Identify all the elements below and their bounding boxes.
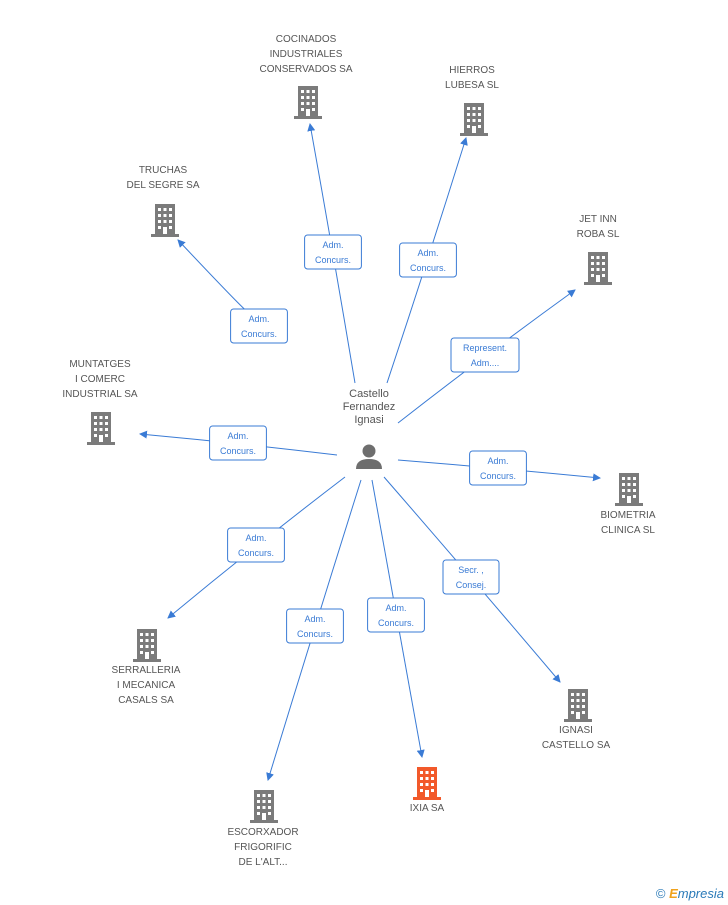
relation-label-box <box>230 308 288 344</box>
company-label-cocinados[interactable]: CONSERVADOS SA <box>260 64 353 75</box>
relation-label-text: Concurs. <box>241 329 277 339</box>
relation-label-box <box>442 559 500 595</box>
company-label-biometria[interactable]: BIOMETRIA <box>600 510 655 521</box>
company-label-truchas[interactable]: DEL SEGRE SA <box>127 180 200 191</box>
person-icon <box>356 444 382 469</box>
brand-name: mpresia <box>677 886 724 901</box>
company-label-biometria[interactable]: CLINICA SL <box>601 525 655 536</box>
relation-label-text: Adm. <box>322 240 343 250</box>
company-label-cocinados[interactable]: COCINADOS <box>276 34 337 45</box>
building-icon <box>250 790 278 823</box>
copyright-icon: © <box>655 886 666 901</box>
relation-label-ixia[interactable]: Adm. Concurs. <box>367 597 425 633</box>
building-icon <box>584 252 612 285</box>
relation-label-text: Adm. <box>385 603 406 613</box>
relation-label-biometria[interactable]: Adm. Concurs. <box>469 450 527 486</box>
company-label-escorxador[interactable]: DE L'ALT... <box>239 857 288 868</box>
company-label-ignasi[interactable]: CASTELLO SA <box>542 740 611 751</box>
relation-label-text: Concurs. <box>480 471 516 481</box>
relation-label-text: Concurs. <box>220 446 256 456</box>
center-person-name[interactable]: Fernandez <box>343 401 396 413</box>
building-icon <box>133 629 161 662</box>
center-person-name[interactable]: Castello <box>349 388 389 400</box>
building-icon <box>615 473 643 506</box>
relation-label-text: Concurs. <box>297 629 333 639</box>
relation-label-box <box>367 597 425 633</box>
relation-edge-truchas <box>177 239 249 313</box>
relation-label-box <box>450 337 520 373</box>
relation-label-text: Adm. <box>304 614 325 624</box>
relation-label-text: Adm. <box>227 431 248 441</box>
company-label-muntatges[interactable]: I COMERC <box>75 374 125 385</box>
relation-label-box <box>469 450 527 486</box>
company-label-jetinn[interactable]: ROBA SL <box>577 229 620 240</box>
relation-label-cocinados[interactable]: Adm. Concurs. <box>304 234 362 270</box>
company-node-serralleria[interactable]: SERRALLERIA I MECANICA CASALS SA <box>112 629 181 706</box>
relation-label-text: Secr. , <box>458 565 484 575</box>
center-person-name[interactable]: Ignasi <box>354 414 383 426</box>
relation-label-serralleria[interactable]: Adm. Concurs. <box>227 527 285 563</box>
brand-footer[interactable]: © Empresia <box>656 886 724 901</box>
building-icon <box>294 86 322 119</box>
company-node-ignasi[interactable]: IGNASI CASTELLO SA <box>542 689 611 751</box>
company-label-muntatges[interactable]: INDUSTRIAL SA <box>62 389 138 400</box>
relation-label-text: Concurs. <box>410 263 446 273</box>
building-icon <box>413 767 441 800</box>
building-icon <box>87 412 115 445</box>
relation-label-truchas[interactable]: Adm. Concurs. <box>230 308 288 344</box>
relation-label-jetinn[interactable]: Represent. Adm.... <box>450 337 520 373</box>
company-node-biometria[interactable]: BIOMETRIA CLINICA SL <box>600 473 656 536</box>
company-label-muntatges[interactable]: MUNTATGES <box>69 359 131 370</box>
company-node-truchas[interactable]: TRUCHAS DEL SEGRE SA <box>127 165 200 237</box>
relation-label-text: Adm. <box>245 533 266 543</box>
relation-label-text: Concurs. <box>315 255 351 265</box>
company-label-ixia[interactable]: IXIA SA <box>410 803 445 814</box>
relation-label-muntatges[interactable]: Adm. Concurs. <box>209 425 267 461</box>
relation-label-box <box>304 234 362 270</box>
company-label-escorxador[interactable]: ESCORXADOR <box>227 827 298 838</box>
company-node-ixia[interactable]: IXIA SA <box>410 767 445 814</box>
relation-label-box <box>209 425 267 461</box>
relation-label-text: Concurs. <box>238 548 274 558</box>
relation-label-ignasi[interactable]: Secr. , Consej. <box>442 559 500 595</box>
company-label-hierros[interactable]: LUBESA SL <box>445 80 499 91</box>
company-label-hierros[interactable]: HIERROS <box>449 65 495 76</box>
relation-label-box <box>227 527 285 563</box>
relation-label-box <box>399 242 457 278</box>
company-label-cocinados[interactable]: INDUSTRIALES <box>270 49 343 60</box>
building-icon <box>151 204 179 237</box>
brand-logo-letter: E <box>669 886 678 901</box>
company-label-escorxador[interactable]: FRIGORIFIC <box>234 842 292 853</box>
relation-label-text: Adm. <box>487 456 508 466</box>
relation-label-hierros[interactable]: Adm. Concurs. <box>399 242 457 278</box>
company-label-serralleria[interactable]: SERRALLERIA <box>112 665 181 676</box>
relation-label-box <box>286 608 344 644</box>
relation-label-escorxador[interactable]: Adm. Concurs. <box>286 608 344 644</box>
company-label-serralleria[interactable]: CASALS SA <box>118 695 174 706</box>
company-node-cocinados[interactable]: COCINADOS INDUSTRIALES CONSERVADOS SA <box>260 34 353 119</box>
building-icon <box>460 103 488 136</box>
building-icon <box>564 689 592 722</box>
company-node-muntatges[interactable]: MUNTATGES I COMERC INDUSTRIAL SA <box>62 359 138 445</box>
company-node-hierros[interactable]: HIERROS LUBESA SL <box>445 65 499 136</box>
company-node-escorxador[interactable]: ESCORXADOR FRIGORIFIC DE L'ALT... <box>227 790 299 868</box>
company-node-jetinn[interactable]: JET INN ROBA SL <box>577 214 620 285</box>
relation-label-text: Adm.... <box>471 358 500 368</box>
company-label-serralleria[interactable]: I MECANICA <box>117 680 176 691</box>
relation-label-text: Adm. <box>248 314 269 324</box>
company-label-ignasi[interactable]: IGNASI <box>559 725 593 736</box>
relation-label-text: Adm. <box>417 248 438 258</box>
company-label-jetinn[interactable]: JET INN <box>579 214 617 225</box>
relation-label-text: Consej. <box>456 580 487 590</box>
relation-label-text: Concurs. <box>378 618 414 628</box>
company-label-truchas[interactable]: TRUCHAS <box>139 165 188 176</box>
relation-label-text: Represent. <box>463 343 507 353</box>
